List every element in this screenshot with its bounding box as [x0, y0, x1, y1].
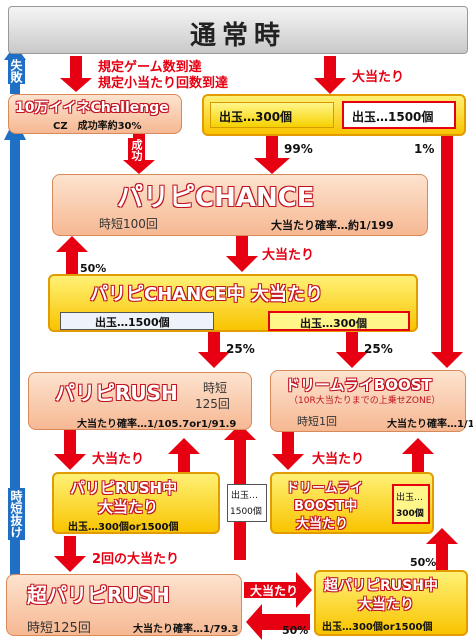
chance-hit-right: 出玉…300個 — [268, 311, 410, 331]
pct-50-super-up: 50% — [410, 556, 437, 569]
arrow-dream-hit-up — [402, 438, 434, 476]
arrow-1pct — [431, 136, 463, 368]
pct-50-chance: 50% — [80, 262, 107, 275]
dream-hit-t1: ドリームライ — [286, 481, 363, 496]
two-hits-label: 2回の大当たり — [92, 552, 180, 567]
pct-50-back: 50% — [282, 624, 309, 637]
chance-hit-title: パリピCHANCE中 大当たり — [90, 284, 324, 305]
success-label: 成功 — [128, 138, 144, 162]
arrow-25-left — [198, 330, 230, 368]
super-hit-sub: 出玉…300個or1500個 — [322, 622, 433, 633]
first-hit-left: 出玉…300個 — [210, 102, 334, 128]
dream-hit-t2: BOOST中 — [294, 499, 358, 514]
dream-hit-box: ドリームライ BOOST中 大当たり 出玉… 300個 — [270, 472, 434, 534]
arrow-dream-hit-down — [272, 430, 304, 470]
arrow-super-up — [426, 528, 458, 572]
challenge-title: 10万イイネChallenge — [15, 100, 169, 116]
arrow-two-hits — [54, 536, 86, 572]
fail-arrow — [4, 118, 26, 580]
pari-chance-box: パリピCHANCE 時短100回 大当たり確率…約1/199 — [52, 174, 428, 236]
dream-hit-t3: 大当たり — [296, 517, 349, 532]
pari-rush-box: パリピRUSH 時短 125回 大当たり確率…1/105.7or1/91.9 — [28, 372, 252, 430]
pct-99: 99% — [284, 142, 313, 156]
super-rush-box: 超パリピRUSH 時短125回 大当たり確率…1/79.3 — [6, 574, 242, 636]
mid-small-box: 出玉… 1500個 — [227, 484, 267, 522]
super-hit-t1: 超パリピRUSH中 — [324, 578, 438, 594]
chance-hit-label: 大当たり — [262, 248, 315, 263]
pct-1: 1% — [414, 142, 435, 156]
arrow-50-back — [56, 236, 88, 300]
pari-chance-title: パリピCHANCE — [117, 183, 315, 213]
dream-hit-label: 大当たり — [312, 452, 365, 467]
arrow-chance-hit — [226, 234, 258, 272]
dream-sub: （10R大当たりまでの上乗せZONE） — [289, 396, 441, 406]
normal-state-title: 通常時 — [189, 21, 286, 51]
dream-title: ドリームライBOOST — [285, 376, 432, 394]
pari-rush-title: パリピRUSH — [55, 381, 178, 405]
jitan-exit-label: 時短抜け — [8, 488, 25, 540]
first-hit-right: 出玉…1500個 — [342, 101, 456, 129]
arrow-25-right — [336, 330, 368, 368]
arrow-to-first-hit — [314, 56, 346, 94]
rush-hit-title-2: 大当たり — [98, 498, 159, 516]
rush-hit-sub: 出玉…300個or1500個 — [68, 522, 179, 533]
rush-hit-box: パリピRUSH中 大当たり 出玉…300個or1500個 — [52, 472, 220, 534]
condition-2: 規定小当たり回数到達 — [98, 76, 229, 91]
challenge-box: 10万イイネChallenge CZ 成功率約30% — [8, 94, 182, 134]
arrow-99 — [254, 136, 290, 174]
pari-chance-prob: 大当たり確率…約1/199 — [271, 219, 394, 232]
super-hit-label: 大当たり — [250, 584, 299, 598]
normal-state-box: 通常時 — [8, 6, 468, 54]
fail-label: 失敗 — [8, 58, 25, 84]
super-hit-box: 超パリピRUSH中 大当たり 出玉…300個or1500個 — [314, 570, 468, 636]
super-rush-jitan: 時短125回 — [27, 621, 91, 636]
super-rush-prob: 大当たり確率…1/79.3 — [133, 624, 239, 635]
dream-boost-box: ドリームライBOOST （10R大当たりまでの上乗せZONE） 時短1回 大当た… — [270, 370, 473, 432]
dream-prob: 大当たり確率…1/1 — [387, 419, 473, 430]
hit-label-top: 大当たり — [352, 70, 405, 85]
super-rush-title: 超パリピRUSH — [27, 583, 170, 607]
chance-hit-box: パリピCHANCE中 大当たり 出玉…1500個 出玉…300個 — [48, 274, 418, 332]
arrow-super-hit — [244, 572, 312, 608]
arrow-to-challenge — [60, 56, 92, 92]
arrow-rush-hit-down — [54, 430, 86, 470]
first-hit-box: 出玉…300個 出玉…1500個 — [202, 94, 466, 136]
super-hit-t2: 大当たり — [358, 597, 414, 613]
arrow-rush-hit-up — [168, 438, 200, 476]
rush-hit-title-1: パリピRUSH中 — [70, 479, 178, 497]
chance-hit-left: 出玉…1500個 — [60, 312, 214, 330]
arrow-super-back — [246, 604, 310, 640]
dream-hit-small: 出玉… 300個 — [392, 484, 430, 524]
challenge-sub: CZ 成功率約30% — [53, 121, 142, 132]
condition-1: 規定ゲーム数到達 — [98, 60, 202, 75]
rush-jitan-1: 時短 — [203, 381, 228, 395]
pari-chance-jitan: 時短100回 — [99, 217, 158, 231]
pct-25-right: 25% — [364, 342, 393, 356]
rush-jitan-2: 125回 — [195, 397, 230, 411]
rush-hit-label: 大当たり — [92, 452, 145, 467]
rush-prob: 大当たり確率…1/105.7or1/91.9 — [77, 419, 237, 430]
dream-jitan: 時短1回 — [297, 415, 337, 428]
pct-25-left: 25% — [226, 342, 255, 356]
